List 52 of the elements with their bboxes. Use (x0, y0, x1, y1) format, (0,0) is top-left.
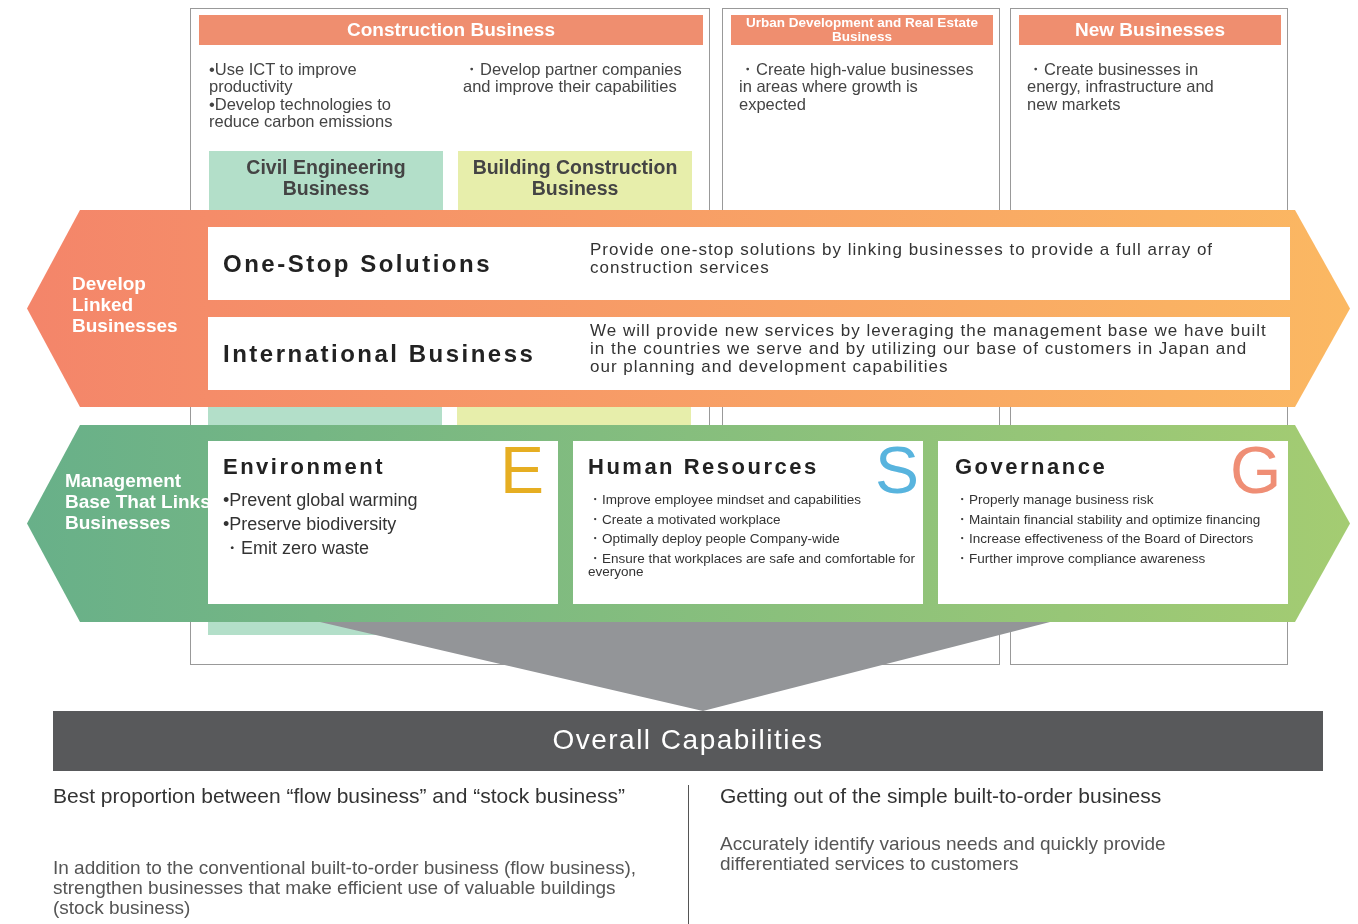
bullet-text: ・Create businesses in energy, infrastructure and new markets (1027, 61, 1215, 113)
row-description: We will provide new services by leveraging the management base we have built in the countries we serve and by utilizing our base of customers in Japan and our planning and development capabilities (590, 322, 1268, 376)
arrow-band (27, 210, 1350, 407)
bullet-text: ・Create high-value businesses in areas where growth is expected (739, 61, 975, 113)
panel-title: Governance (955, 455, 1109, 480)
column-panel (1010, 8, 1288, 210)
header-bar: New Businesses (1019, 15, 1281, 45)
bullet-text: ・Properly manage business risk (955, 493, 1155, 507)
band-title: Management Base That Links Businesses (65, 471, 212, 534)
bullet-text: ・Improve employee mindset and capabilities (588, 493, 862, 507)
bullet-text: ・Ensure that workplaces are safe and comfortable for everyone (588, 551, 916, 579)
panel-box (208, 441, 558, 604)
title-bar (53, 711, 1323, 771)
bullet-text: ・Create a motivated workplace (588, 512, 782, 526)
bullet-text: •Use ICT to improve productivity (209, 61, 358, 96)
bullet-text: ・Further improve compliance awareness (955, 551, 1207, 565)
panel-box (938, 441, 1288, 604)
column-band (458, 151, 692, 211)
column-title: Civil Engineering Business (245, 157, 407, 200)
panel-title: Human Resources (588, 455, 820, 480)
bullet-text: ・Optimally deploy people Company-wide (588, 532, 841, 546)
bullet-text: ・Increase effectiveness of the Board of Directors (955, 532, 1255, 546)
bullet-text: ・Maintain financial stability and optimize financing (955, 512, 1261, 526)
bullet-text: •Develop technologies to reduce carbon emissions (209, 95, 394, 131)
row-box (208, 227, 1290, 300)
body-text: Accurately identify various needs and quickly provide differentiated services to customers (720, 834, 1167, 874)
row-box (208, 317, 1290, 390)
body-text: In addition to the conventional built-to-order business (flow business), strengthen businesses that make efficient use of valuable buildings (stock business) (53, 858, 637, 918)
header-bar: Construction Business (199, 15, 703, 45)
funnel-arrow (320, 622, 1050, 711)
bar-title: Overall Capabilities (551, 725, 825, 756)
bullet-text: •Preserve biodiversity (223, 514, 398, 535)
column-title: Building Construction Business (471, 157, 679, 200)
letter-mark: S (875, 437, 921, 503)
header-bar: Urban Development and Real Estate Business (731, 15, 993, 45)
column-panel (190, 8, 710, 210)
bullet-text: •Prevent global warming (223, 491, 418, 511)
letter-mark: E (500, 437, 546, 503)
letter-mark: G (1230, 437, 1283, 503)
heading-text: Best proportion between “flow business” and “stock business” (53, 785, 626, 808)
bullet-text: ・Emit zero waste (223, 538, 371, 559)
row-title: International Business (223, 341, 537, 368)
row-title: One-Stop Solutions (223, 251, 493, 278)
arrow-band (27, 425, 1350, 622)
column-panel (722, 8, 1000, 210)
bullet-text: ・Develop partner companies and improve their capabilities (463, 61, 683, 96)
panel-box (573, 441, 923, 604)
row-description: Provide one-stop solutions by linking businesses to provide a full array of construction services (590, 241, 1215, 277)
column-band (209, 151, 443, 211)
band-title: Develop Linked Businesses (72, 274, 179, 337)
heading-text: Getting out of the simple built-to-order business (720, 785, 1163, 808)
panel-title: Environment (223, 455, 386, 480)
